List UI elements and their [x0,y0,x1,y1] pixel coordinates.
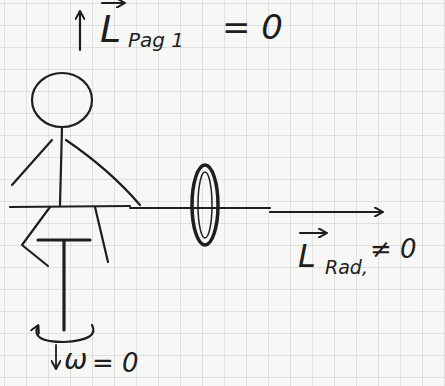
equation: = 0 [92,350,139,376]
left-arm [12,140,52,185]
right-leg [95,207,108,262]
axle [130,207,270,209]
symbol-l: L [100,10,121,48]
wheel [192,165,218,245]
momentum-arrow [270,211,382,213]
equation: = 0 [222,10,283,44]
subscript: Rad, [325,258,368,277]
vector-arrow [102,2,124,4]
up-arrow [79,12,81,50]
thigh-line [10,206,130,207]
torso [60,127,62,205]
symbol-l: L [298,240,316,272]
symbol-omega: ω [64,346,87,374]
rotation-arrow [36,325,93,342]
left-leg [22,207,50,266]
subscript: Pag 1 [128,30,184,50]
right-arm [66,140,140,205]
head [32,73,92,127]
vector-arrow [55,345,57,368]
wheel-rim [198,172,212,238]
vector-arrow [300,232,326,234]
stool [38,240,90,330]
equation: ≠ 0 [370,236,417,262]
